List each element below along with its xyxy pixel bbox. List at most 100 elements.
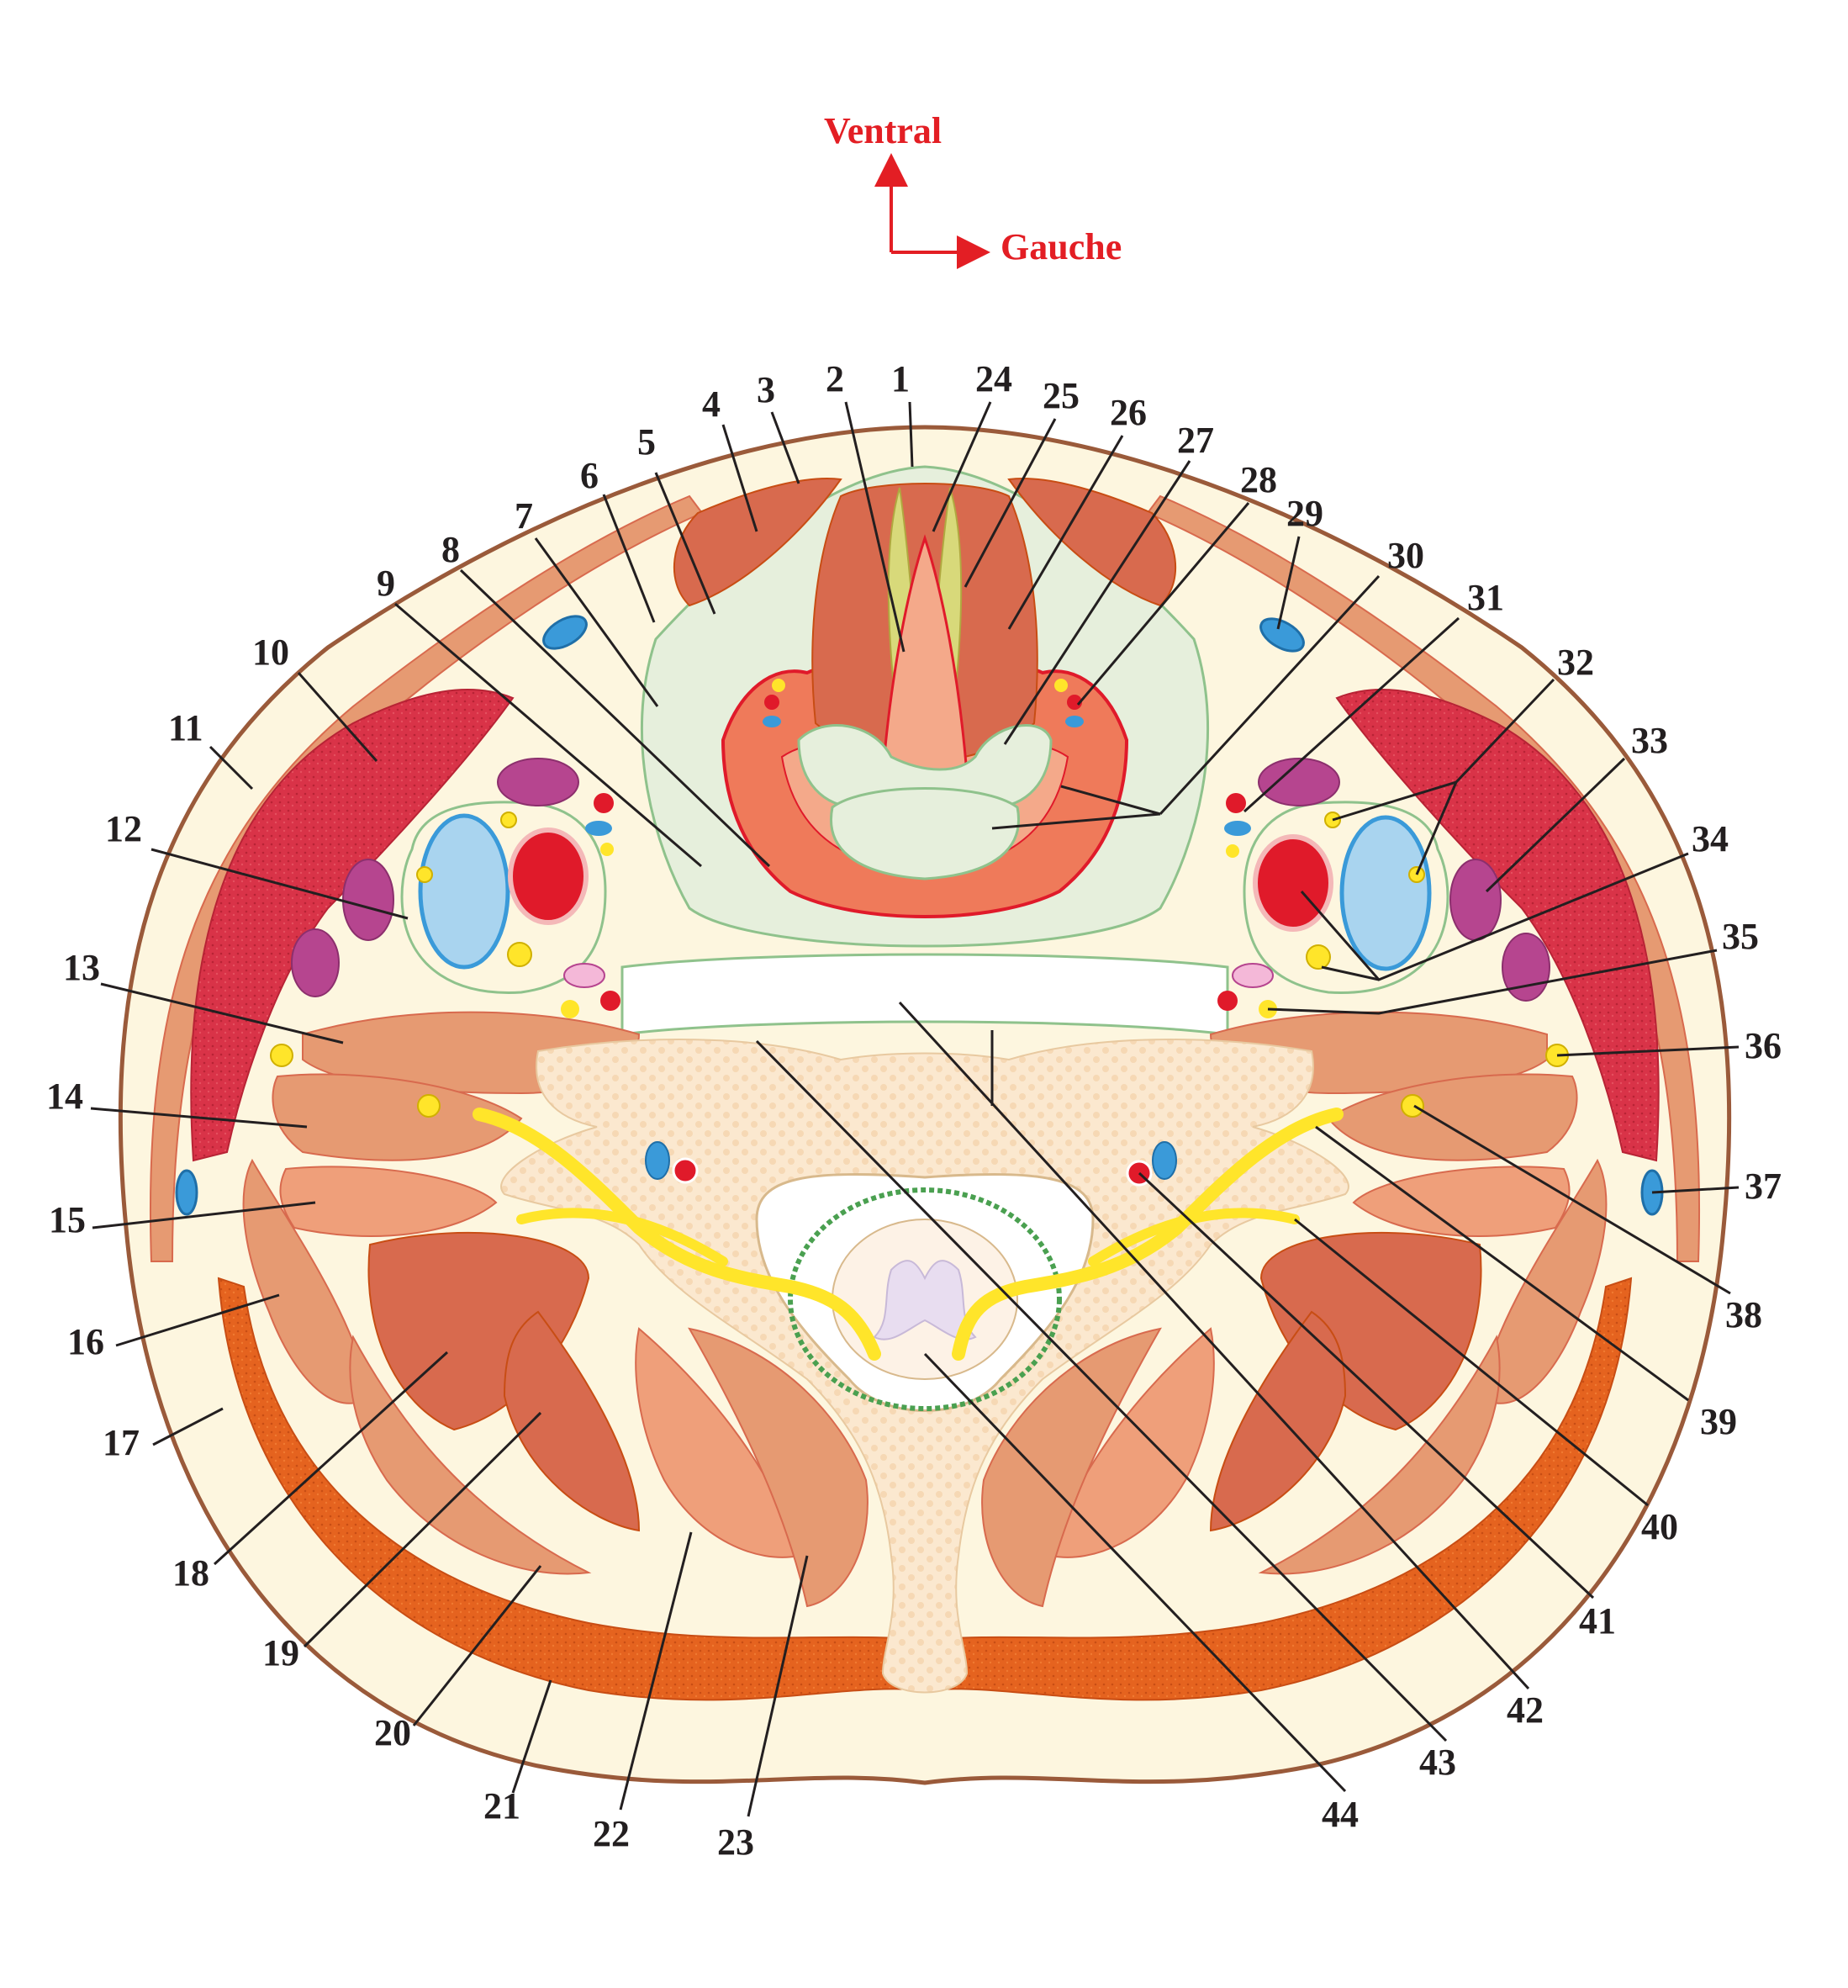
levator-scapulae-left xyxy=(242,1158,372,1404)
phrenic-nerve-right xyxy=(1401,1094,1424,1118)
vessel-nerve-c1 xyxy=(772,679,785,692)
leader-30 xyxy=(991,574,1381,830)
label-21: 21 xyxy=(483,1785,520,1827)
vessel-artery-c2 xyxy=(1067,695,1082,710)
vessel-nerve-l2 xyxy=(561,1000,579,1018)
leader-40 xyxy=(1294,1218,1649,1507)
vessel-artery-l1 xyxy=(594,793,614,813)
label-36: 36 xyxy=(1745,1025,1782,1066)
label-40: 40 xyxy=(1641,1506,1678,1547)
leader-24 xyxy=(932,401,992,532)
label-19: 19 xyxy=(262,1632,299,1673)
dura-mater xyxy=(788,1187,1062,1411)
leader-lines xyxy=(90,401,1740,1817)
lymph-node-right-1 xyxy=(1258,758,1340,806)
spinal-nerve-right-lower xyxy=(1088,1208,1300,1266)
leader-18 xyxy=(213,1351,449,1566)
label-6: 6 xyxy=(580,455,599,496)
orientation-indicator: Ventral Gauche xyxy=(824,110,1122,269)
label-17: 17 xyxy=(103,1422,140,1463)
lymph-node-left-1 xyxy=(497,758,579,806)
label-7: 7 xyxy=(515,495,533,537)
label-2: 2 xyxy=(826,358,844,399)
leader-8 xyxy=(459,568,771,868)
vessel-nerve-c2 xyxy=(1054,679,1068,692)
label-41: 41 xyxy=(1579,1600,1616,1642)
trapezius xyxy=(217,1277,1633,1701)
external-jugular-vein-left xyxy=(542,615,588,650)
semispinalis-capitis-left xyxy=(349,1335,592,1575)
leader-12 xyxy=(150,848,409,920)
label-35: 35 xyxy=(1722,916,1759,957)
vessel-vein-l1 xyxy=(585,821,612,836)
vagus-nerve-right xyxy=(1306,944,1331,970)
vessel-vein-c2 xyxy=(1065,716,1084,727)
internal-jugular-vein-right xyxy=(1339,815,1432,971)
leader-32 xyxy=(1332,678,1555,875)
leader-26 xyxy=(1007,435,1124,630)
vessel-nerve-r1 xyxy=(1226,844,1239,858)
vessel-artery-r2 xyxy=(1217,991,1238,1011)
label-5: 5 xyxy=(637,421,656,463)
leader-25 xyxy=(964,418,1057,588)
leader-6 xyxy=(602,494,656,623)
label-22: 22 xyxy=(593,1813,630,1854)
leader-31 xyxy=(1243,616,1460,813)
spinal-nerve-right xyxy=(952,1108,1344,1361)
label-31: 31 xyxy=(1467,577,1504,618)
vessel-vein-r1 xyxy=(1224,821,1251,836)
leader-14 xyxy=(90,1107,308,1129)
leader-28 xyxy=(1076,502,1250,706)
scalene-middle-right xyxy=(1352,1166,1571,1237)
internal-jugular-vein-left xyxy=(418,813,510,970)
leader-1 xyxy=(908,401,914,468)
leader-39 xyxy=(1315,1125,1689,1402)
multifidus-left xyxy=(635,1327,800,1558)
label-12: 12 xyxy=(105,808,142,849)
label-10: 10 xyxy=(252,632,289,673)
label-1: 1 xyxy=(891,358,910,399)
leader-34 xyxy=(1300,852,1689,981)
rotatores-left xyxy=(688,1327,869,1608)
leader-10 xyxy=(297,672,378,762)
phrenic-nerve-left xyxy=(417,1094,441,1118)
leader-29 xyxy=(1276,536,1301,630)
scalene-middle-left xyxy=(279,1166,498,1237)
label-25: 25 xyxy=(1043,375,1080,416)
label-42: 42 xyxy=(1507,1689,1544,1731)
label-15: 15 xyxy=(49,1199,86,1240)
label-29: 29 xyxy=(1286,493,1323,534)
vessel-artery-l2 xyxy=(600,991,620,1011)
prevertebral-space xyxy=(620,953,1229,1036)
common-carotid-artery-left xyxy=(508,827,589,925)
leader-19 xyxy=(303,1411,542,1648)
vessel-vein-c1 xyxy=(763,716,781,727)
structure-labels: 1 2 3 4 5 6 7 8 9 10 11 12 13 14 15 16 1… xyxy=(46,358,1782,1863)
sympathetic-left-1 xyxy=(500,812,517,828)
leader-5 xyxy=(654,472,716,615)
label-37: 37 xyxy=(1745,1166,1782,1207)
label-24: 24 xyxy=(975,358,1012,399)
common-carotid-artery-right xyxy=(1253,834,1333,932)
label-30: 30 xyxy=(1387,535,1424,576)
label-4: 4 xyxy=(702,383,721,425)
label-38: 38 xyxy=(1725,1294,1762,1335)
spinal-nerve-left xyxy=(473,1108,881,1361)
semispinalis-cervicis-left xyxy=(503,1310,641,1532)
label-3: 3 xyxy=(757,369,775,410)
leader-7 xyxy=(534,537,659,707)
leader-33 xyxy=(1485,757,1626,893)
leader-35 xyxy=(1267,949,1718,1015)
vertebral-artery-left xyxy=(672,1157,699,1184)
leader-36 xyxy=(1556,1045,1740,1057)
vessel-artery-r1 xyxy=(1226,793,1246,813)
neck-section xyxy=(118,425,1732,1785)
label-27: 27 xyxy=(1177,420,1214,461)
leader-21 xyxy=(511,1679,552,1794)
infrahyoid-strap-left xyxy=(673,478,842,607)
lymph-node-left-2 xyxy=(342,859,394,941)
leader-22 xyxy=(619,1531,693,1811)
sternocleidomastoid-left xyxy=(190,689,515,1162)
vessel-artery-c1 xyxy=(764,695,779,710)
leader-44 xyxy=(923,1352,1347,1793)
